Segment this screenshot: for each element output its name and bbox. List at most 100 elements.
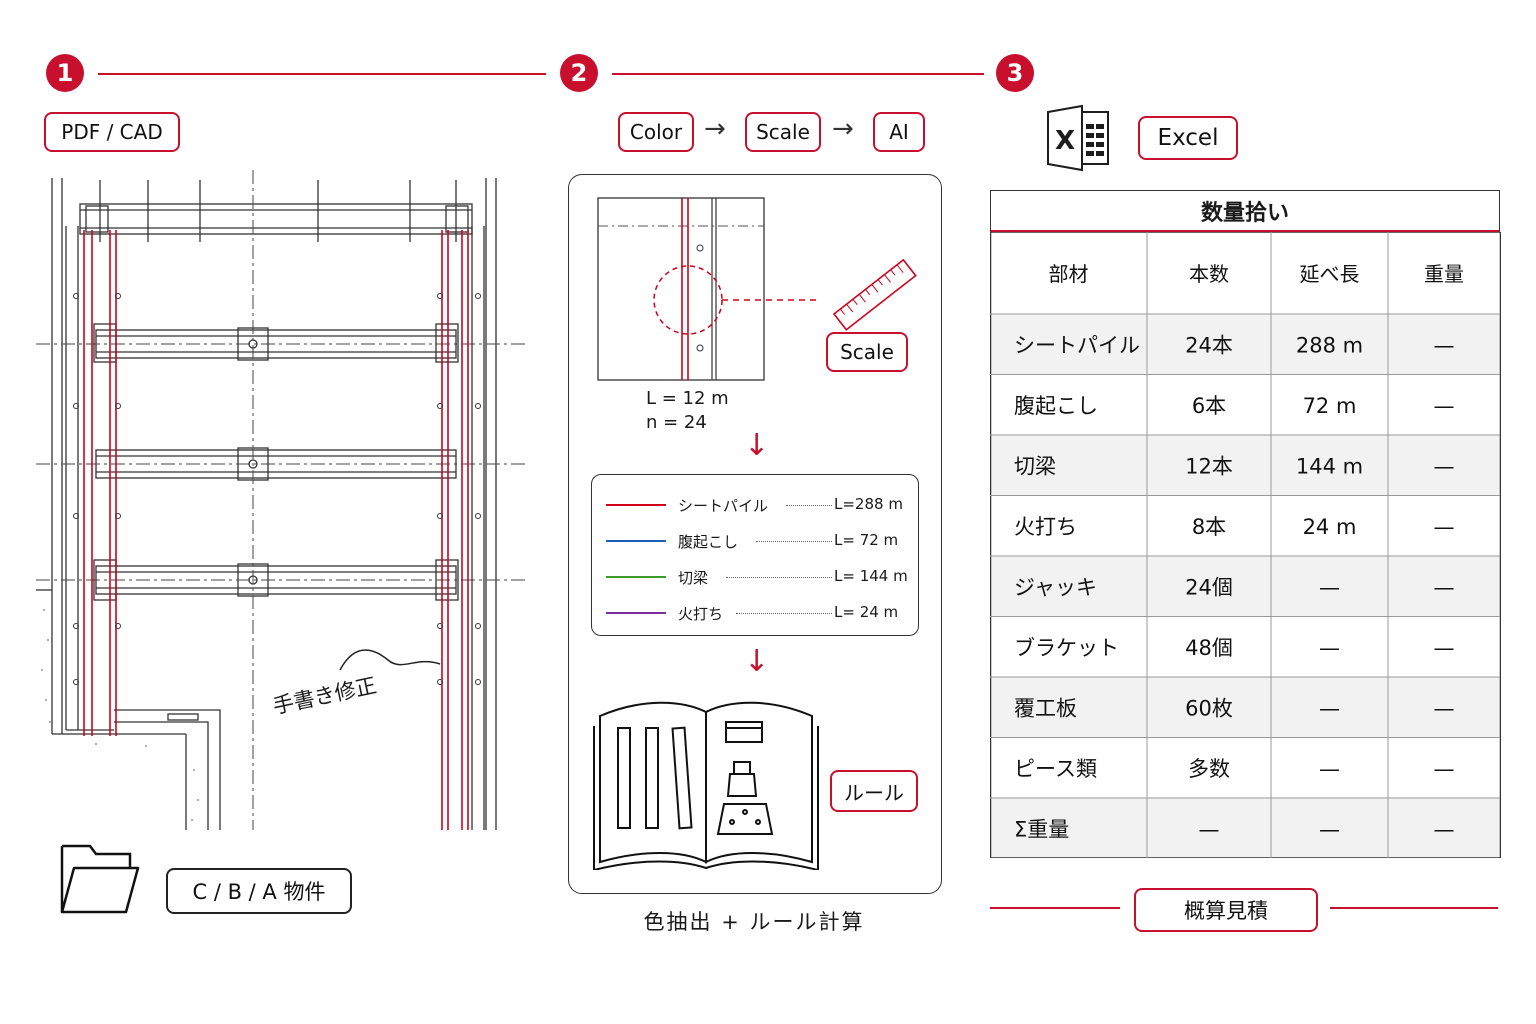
table-cell: ジャッキ: [1014, 575, 1097, 599]
legend-leader: [756, 541, 832, 542]
estimate-rule-left: [990, 907, 1120, 909]
table-cell: ピース類: [1014, 757, 1097, 781]
row-band: [990, 314, 1500, 375]
table-header-cell: 本数: [1189, 262, 1229, 286]
legend-name: シートパイル: [678, 497, 769, 515]
table-cell: —: [1319, 575, 1340, 599]
legend-name: 火打ち: [678, 605, 724, 623]
table-cell: 火打ち: [1014, 515, 1077, 539]
legend-swatch: [606, 576, 666, 578]
row-band: [990, 798, 1500, 858]
table-cell: —: [1319, 817, 1340, 841]
step-3-marker: 3: [996, 54, 1034, 92]
table-cell: —: [1319, 757, 1340, 781]
flow-arrow-2: →: [832, 114, 854, 144]
table-cell: シートパイル: [1014, 333, 1140, 357]
flow-color: Color: [618, 112, 694, 152]
pdf-cad-label: PDF / CAD: [44, 112, 180, 152]
legend-value: L= 24 m: [834, 603, 899, 621]
legend-name: 腹起こし: [678, 533, 739, 551]
down-arrow-2: ↓: [744, 644, 770, 679]
table-cell: —: [1319, 636, 1340, 660]
table-cell: 8本: [1192, 515, 1226, 539]
color-legend: シートパイル L=288 m 腹起こし L= 72 m 切梁 L= 144 m …: [591, 474, 919, 636]
table-cell: 24本: [1185, 333, 1233, 357]
table-cell: 24 m: [1303, 515, 1357, 539]
ruler-icon: [832, 258, 917, 331]
table-cell: —: [1434, 817, 1455, 841]
table-cell: Σ重量: [1014, 817, 1069, 841]
table-cell: —: [1199, 817, 1220, 841]
table-cell: —: [1434, 515, 1455, 539]
table-cell: 24個: [1185, 575, 1233, 599]
table-cell: 腹起こし: [1014, 394, 1098, 418]
table-cell: 60枚: [1185, 696, 1233, 720]
legend-swatch: [606, 612, 666, 614]
legend-swatch: [606, 540, 666, 542]
flow-arrow-1: →: [704, 114, 726, 144]
legend-item: 腹起こし L= 72 m: [606, 531, 906, 551]
sample-count: n = 24: [646, 412, 707, 433]
table-cell: —: [1434, 696, 1455, 720]
legend-leader: [726, 577, 832, 578]
table-header-cell: 部材: [1049, 262, 1089, 286]
table-header-cell: 重量: [1424, 262, 1464, 286]
table-cell: 12本: [1185, 454, 1233, 478]
table-cell: —: [1434, 757, 1455, 781]
table-title: 数量拾い: [990, 190, 1500, 232]
svg-text:X: X: [1055, 126, 1075, 156]
table-cell: ブラケット: [1014, 636, 1119, 660]
row-band: [990, 677, 1500, 738]
table-cell: —: [1434, 454, 1455, 478]
rule-label: ルール: [830, 770, 918, 812]
table-cell: 覆工板: [1014, 696, 1077, 720]
step-2-marker: 2: [560, 54, 598, 92]
process-caption: 色抽出 + ルール計算: [643, 910, 865, 934]
legend-value: L= 144 m: [834, 567, 908, 585]
table-cell: 72 m: [1303, 394, 1357, 418]
cad-drawing: [36, 170, 526, 830]
legend-item: シートパイル L=288 m: [606, 495, 906, 515]
step-1-marker: 1: [46, 54, 84, 92]
table-cell: 6本: [1192, 394, 1226, 418]
legend-leader: [736, 613, 832, 614]
legend-item: 切梁 L= 144 m: [606, 567, 908, 587]
table-cell: —: [1434, 636, 1455, 660]
step-connector-2: [612, 73, 984, 75]
excel-icon: X: [1047, 104, 1109, 172]
table-cell: 288 m: [1296, 333, 1363, 357]
table-cell: 多数: [1188, 757, 1230, 781]
legend-item: 火打ち L= 24 m: [606, 603, 906, 623]
flow-scale: Scale: [745, 112, 821, 152]
estimate-label: 概算見積: [1134, 888, 1318, 932]
folder-icon: [60, 844, 140, 914]
scale-label: Scale: [826, 332, 908, 372]
table-cell: 144 m: [1296, 454, 1363, 478]
legend-value: L= 72 m: [834, 531, 899, 549]
flow-ai: AI: [873, 112, 925, 152]
table-cell: 48個: [1185, 636, 1233, 660]
table-cell: —: [1434, 333, 1455, 357]
legend-leader: [786, 505, 832, 506]
table-cell: —: [1319, 696, 1340, 720]
table-header-cell: 延べ長: [1300, 262, 1360, 286]
row-band: [990, 435, 1500, 496]
step-connector-1: [98, 73, 546, 75]
excel-label: Excel: [1138, 116, 1238, 160]
rulebook-icon: [593, 701, 819, 870]
project-folder-label: C / B / A 物件: [166, 868, 352, 914]
table-frame: [990, 232, 1501, 858]
legend-swatch: [606, 504, 666, 506]
sample-length: L = 12 m: [646, 388, 729, 409]
estimate-rule-right: [1330, 907, 1498, 909]
legend-name: 切梁: [678, 569, 709, 587]
color-sample-drawing: [597, 197, 917, 381]
process-panel: [568, 174, 942, 894]
down-arrow-1: ↓: [744, 428, 770, 463]
row-band: [990, 556, 1500, 617]
table-cell: —: [1434, 394, 1455, 418]
table-cell: 切梁: [1014, 454, 1056, 478]
table-cell: —: [1434, 575, 1455, 599]
legend-value: L=288 m: [834, 495, 903, 513]
